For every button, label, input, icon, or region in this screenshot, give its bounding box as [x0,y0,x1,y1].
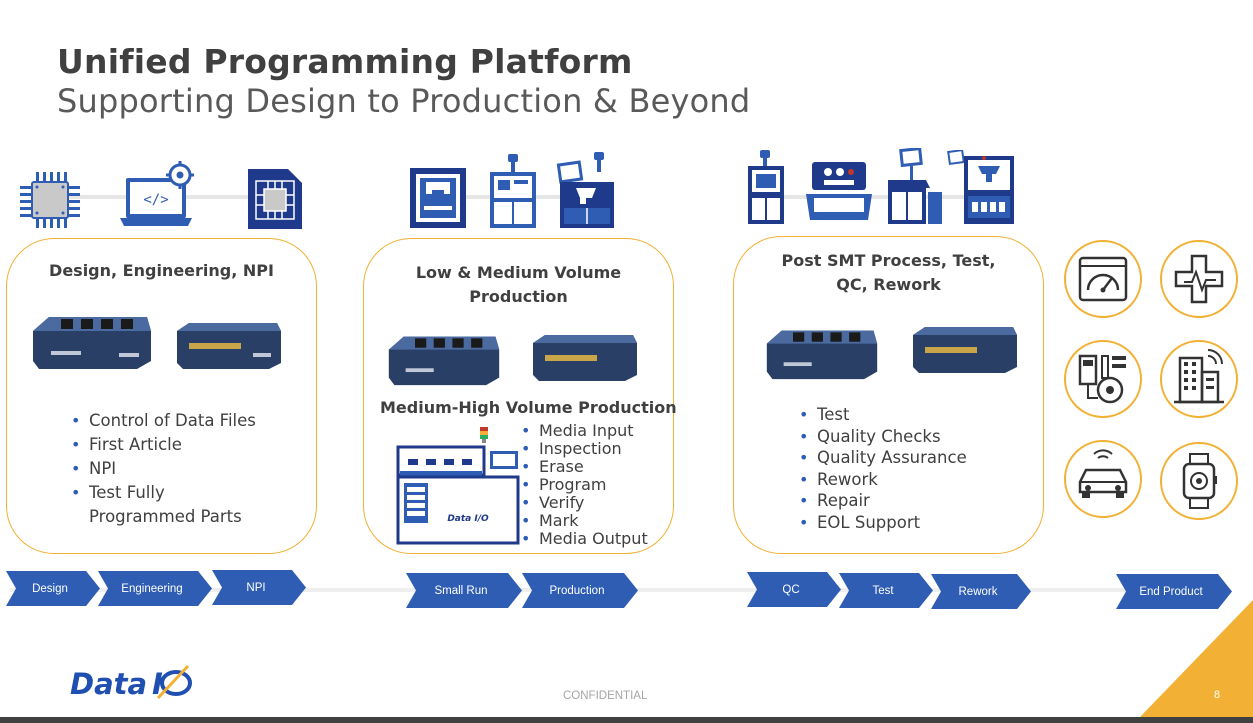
programmer-device-icon [388,336,500,386]
list-item: Control of Data Files [69,409,256,433]
list-item: Repair [797,490,967,512]
post-smt-bullet-list: Test Quality Checks Quality Assurance Re… [797,404,967,534]
laptop-code-icon: </> [120,161,194,226]
programming-system-icon [556,152,614,228]
logo-icon: Data I [70,664,192,701]
list-item: Inspection [519,440,648,459]
production-panel-title-line1: Low & Medium Volume [415,263,622,282]
list-item: Verify [519,494,648,513]
icon-connector-3 [760,195,1000,199]
programmer-device-icon [913,327,1017,373]
list-item: Test [797,404,967,426]
automated-programming-system-icon: Data I/O [396,427,520,545]
data-io-logo: Data I [68,662,196,707]
flow-step-small-run: Small Run [406,573,522,608]
page-number: 8 [1214,689,1221,701]
confidential-label: CONFIDENTIAL [563,690,648,702]
page-subtitle: Supporting Design to Production & Beyond [57,82,751,120]
list-item: Quality Checks [797,426,967,448]
list-item: Mark [519,512,648,531]
production-panel-subtitle: Medium-High Volume Production [380,398,677,417]
flow-step-production: Production [522,573,638,608]
design-panel: Design, Engineering, NPI Control of Data… [6,238,317,554]
svg-text:I: I [152,667,163,701]
flow-step-rework: Rework [931,574,1031,609]
list-item: Erase [519,458,648,477]
end-product-car [1064,440,1142,518]
smartwatch-icon [1182,453,1217,509]
list-item: NPI [69,457,256,481]
connected-car-icon [1078,449,1128,498]
bottom-bar [0,717,1253,723]
sd-card-icon [248,169,302,229]
list-item: Media Input [519,422,648,441]
flow-step-test: Test [839,573,933,608]
svg-text:Data: Data [70,667,147,701]
programmer-device-icon [177,323,281,369]
list-item: Quality Assurance [797,447,967,469]
dashboard-icon [1078,256,1128,302]
list-item: Media Output [519,530,648,549]
end-product-dashboard [1064,240,1142,318]
chip-icon [20,172,80,228]
programmer-device-icon [766,330,878,380]
corner-accent [1140,600,1253,717]
svg-text:</>: </> [143,192,168,208]
inspection-machine-icon [806,162,872,220]
automated-handler-icon [490,154,536,228]
medical-cross-icon [1174,254,1224,304]
flow-step-design: Design [6,571,100,606]
press-machine-icon [410,168,466,228]
production-bullet-list: Media Input Inspection Erase Program Ver… [519,422,648,549]
list-item: Program [519,476,648,495]
post-smt-panel-title-line2: QC, Rework [836,275,941,294]
svg-text:Data I/O: Data I/O [447,514,489,524]
test-station-icon [748,150,784,224]
end-product-wearable [1160,442,1238,520]
programmer-device-icon [533,335,637,381]
design-panel-title: Design, Engineering, NPI [49,261,274,280]
list-item: First Article [69,433,256,457]
building-icon [1174,349,1224,404]
end-product-industrial [1064,340,1142,418]
flow-step-qc: QC [747,572,841,607]
programmer-device-icon [33,317,151,369]
flow-step-end-product: End Product [1116,574,1232,609]
production-panel-title-line2: Production [469,287,568,306]
flow-step-engineering: Engineering [98,571,212,606]
production-panel: Low & Medium Volume Production Medium-Hi… [363,238,677,554]
rework-station-icon [888,148,942,224]
list-item: EOL Support [797,512,967,534]
list-item: Rework [797,469,967,491]
list-item-continuation: Programmed Parts [89,507,242,526]
eol-programmer-icon [947,150,1014,224]
industrial-controls-icon [1078,354,1126,404]
post-smt-panel: Post SMT Process, Test, QC, Rework Test … [733,236,1044,554]
design-bullet-list: Control of Data Files First Article NPI … [69,409,256,529]
flow-step-npi: NPI [212,570,306,605]
post-smt-panel-title-line1: Post SMT Process, Test, [781,251,996,270]
page-title: Unified Programming Platform [57,42,633,81]
end-product-medical [1160,240,1238,318]
end-product-building [1160,340,1238,418]
